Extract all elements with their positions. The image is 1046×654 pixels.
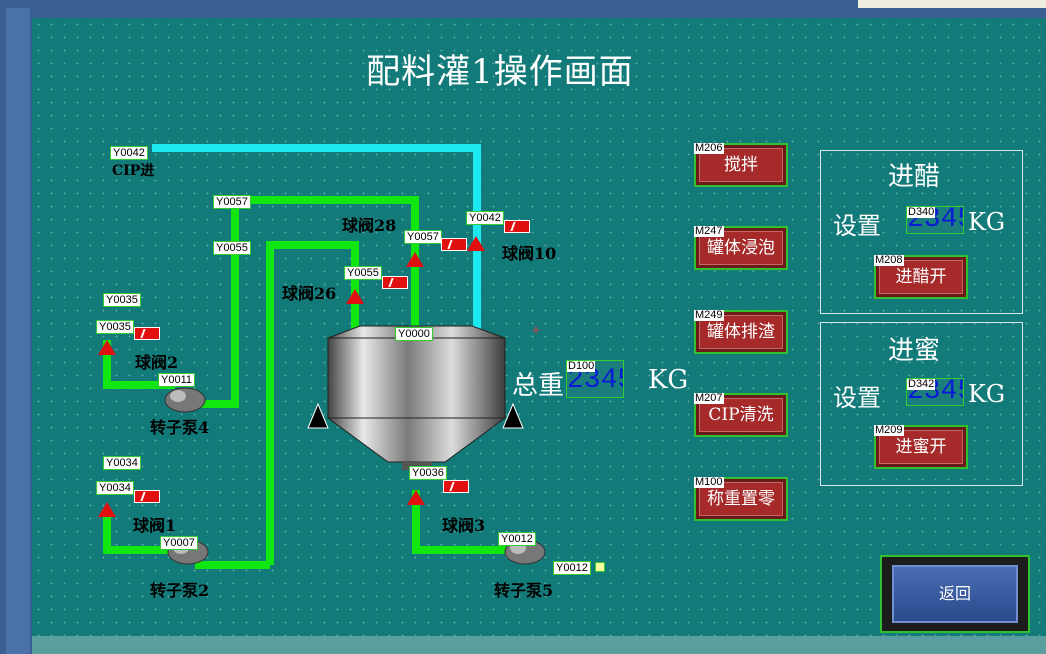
- tag-y0000: Y0000: [395, 327, 433, 341]
- tag-y0012-a: Y0012: [498, 532, 536, 546]
- total-weight-display: D100 23456: [566, 360, 624, 398]
- tag-y0035-a: Y0035: [103, 293, 141, 307]
- return-button[interactable]: 返回: [880, 555, 1030, 633]
- page-title: 配料灌1操作画面: [366, 52, 634, 92]
- valve-2-label: 球阀2: [135, 353, 179, 372]
- hmi-screen: [32, 18, 1046, 636]
- total-weight-unit: KG: [648, 365, 689, 395]
- honey-open-button-tag: M209: [874, 424, 904, 436]
- tag-y0055-valve: Y0055: [344, 266, 382, 280]
- valve-2-status: [134, 327, 160, 340]
- top-right-strip: [858, 0, 1046, 8]
- valve-3-label: 球阀3: [442, 516, 486, 535]
- honey-panel: [820, 322, 1023, 486]
- vinegar-open-button-tag: M208: [874, 254, 904, 266]
- cip-in-label: CIP进: [112, 163, 155, 179]
- tag-y0057-valve: Y0057: [404, 230, 442, 244]
- vinegar-open-button-label: 进醋开: [895, 267, 947, 287]
- tag-y0042-cip: Y0042: [110, 146, 148, 160]
- tank-drain-button-tag: M249: [694, 309, 724, 321]
- tank-soak-button-label: 罐体浸泡: [707, 238, 775, 258]
- valve-3-status: [443, 480, 469, 493]
- tag-y0034-b: Y0034: [96, 481, 134, 495]
- window-top-bar: [0, 0, 1046, 8]
- weigh-zero-button-label: 称重置零: [707, 489, 775, 509]
- tag-y0012-b: Y0012: [553, 561, 591, 575]
- tank-soak-button-tag: M247: [694, 225, 724, 237]
- tank-drain-button-label: 罐体排渣: [707, 322, 775, 342]
- cip-clean-button-tag: M207: [694, 392, 724, 404]
- tag-y0035-b: Y0035: [96, 320, 134, 334]
- tag-y0042-valve: Y0042: [466, 211, 504, 225]
- valve-1-status: [134, 490, 160, 503]
- tag-y0057-left: Y0057: [213, 195, 251, 209]
- bottom-strip: [32, 636, 1046, 654]
- vinegar-title: 进醋: [888, 162, 941, 192]
- cip-clean-button-label: CIP清洗: [708, 405, 774, 425]
- valve-10-status: [504, 220, 530, 233]
- valve-10-label: 球阀10: [502, 244, 557, 263]
- tag-y0034-a: Y0034: [103, 456, 141, 470]
- tag-y0011: Y0011: [158, 373, 195, 387]
- pump-5-label: 转子泵5: [494, 581, 554, 600]
- honey-setpoint[interactable]: D34223456: [906, 378, 964, 406]
- valve-2-icon[interactable]: [98, 340, 116, 355]
- valve-10-icon[interactable]: [467, 236, 485, 251]
- valve-26-status: [382, 276, 408, 289]
- valve-1-icon[interactable]: [98, 502, 116, 517]
- vinegar-unit: KG: [968, 208, 1006, 236]
- tag-y0055-left: Y0055: [213, 241, 251, 255]
- stir-button-label: 搅拌: [724, 155, 758, 175]
- vinegar-set-label: 设置: [833, 212, 881, 240]
- vinegar-panel: [820, 150, 1023, 314]
- honey-unit: KG: [968, 380, 1006, 408]
- honey-title: 进蜜: [888, 336, 941, 366]
- valve-3-icon[interactable]: [407, 490, 425, 505]
- valve-28-icon[interactable]: [406, 252, 424, 267]
- honey-set-label: 设置: [833, 384, 881, 412]
- left-bar-inner: [6, 8, 30, 654]
- honey-setpoint-tag: D342: [907, 378, 936, 390]
- pump-4-label: 转子泵4: [150, 418, 210, 437]
- pump-2-label: 转子泵2: [150, 581, 210, 600]
- vinegar-setpoint-tag: D340: [907, 206, 936, 218]
- stir-button-tag: M206: [694, 142, 724, 154]
- honey-open-button-label: 进蜜开: [895, 437, 947, 457]
- valve-1-label: 球阀1: [133, 516, 177, 535]
- valve-28-status: [441, 238, 467, 251]
- valve-28-label: 球阀28: [342, 216, 397, 235]
- valve-26-label: 球阀26: [282, 284, 337, 303]
- tag-y0012-indicator: [595, 562, 605, 572]
- window-left-bar: [0, 8, 32, 654]
- weigh-zero-button-tag: M100: [694, 476, 724, 488]
- valve-26-icon[interactable]: [346, 289, 364, 304]
- vinegar-setpoint[interactable]: D34023456: [906, 206, 964, 234]
- total-weight-tag: D100: [567, 360, 596, 372]
- total-weight-label: 总重: [512, 371, 565, 401]
- tag-y0007: Y0007: [160, 536, 198, 550]
- tag-y0036: Y0036: [409, 466, 447, 480]
- return-button-label: 返回: [892, 565, 1018, 623]
